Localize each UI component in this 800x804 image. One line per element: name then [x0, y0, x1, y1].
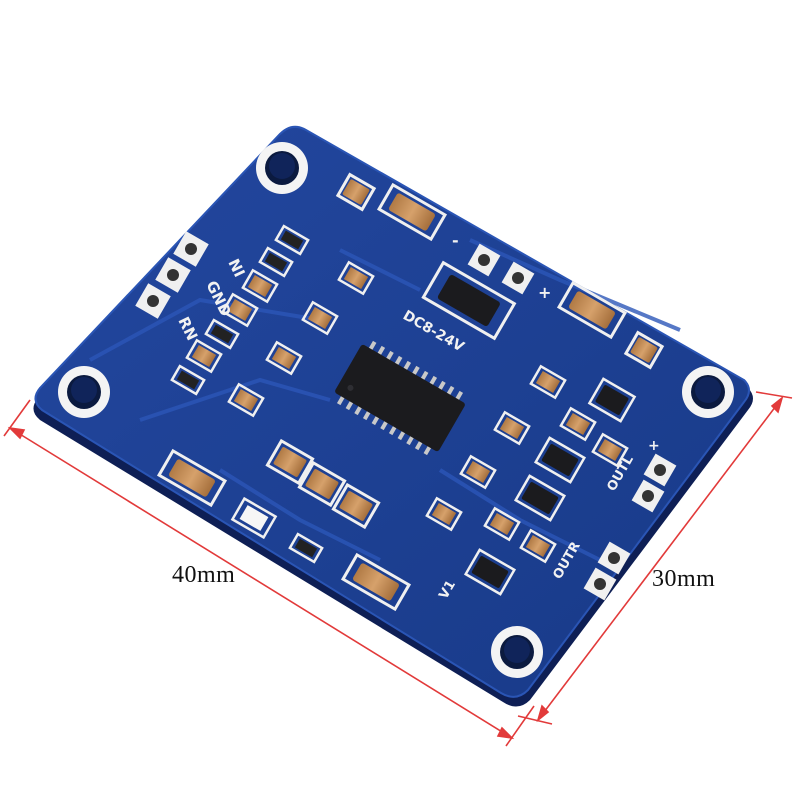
width-arrow-right: [496, 726, 515, 740]
width-extension-right: [505, 705, 535, 747]
power-header-pads: [467, 243, 535, 295]
silk-out-left-plus: +: [648, 438, 660, 454]
smd-capacitors: [156, 172, 665, 612]
height-arrow-bottom: [536, 704, 550, 723]
width-extension-left: [3, 399, 31, 437]
mounting-hole-right: [682, 366, 734, 418]
height-extension-bottom: [517, 715, 553, 725]
silk-power-minus: -: [452, 231, 459, 250]
height-dimension-line: [537, 397, 783, 721]
pcb-traces: [89, 238, 681, 562]
width-arrow-left: [7, 426, 26, 440]
silk-power-plus: +: [538, 283, 551, 302]
mounting-hole-bottom: [491, 626, 543, 678]
mounting-hole-top-left: [256, 142, 308, 194]
smd-parts-right: [230, 364, 637, 596]
width-dimension-label: 40mm: [172, 562, 236, 588]
width-dimension-line: [9, 427, 513, 739]
mounting-hole-left: [58, 366, 110, 418]
height-arrow-top: [770, 395, 784, 414]
height-extension-top: [755, 391, 793, 399]
smd-parts-middle: [227, 260, 375, 418]
power-diode: [421, 260, 517, 341]
output-header-pads: [583, 453, 677, 601]
smd-resistors-left: [170, 224, 310, 396]
amplifier-chip: [335, 340, 465, 456]
dimension-lines: [3, 391, 793, 747]
input-header-pads: [135, 231, 209, 319]
height-dimension-label: 30mm: [652, 566, 716, 592]
